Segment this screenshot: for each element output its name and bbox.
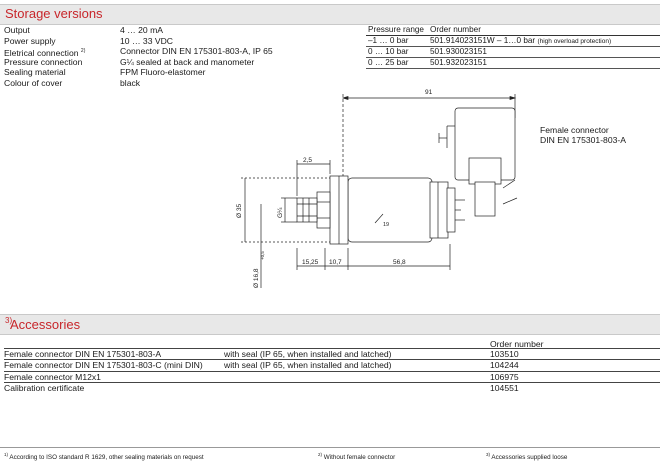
- dim-56-8-text: 56,8: [393, 259, 406, 266]
- hex-nut: [316, 191, 331, 229]
- spec-label: Output: [4, 25, 30, 35]
- table-row: Female connector DIN EN 175301-803-A wit…: [4, 348, 660, 359]
- order-number-wrap: 501.914023151W – 1…0 bar (high overload …: [430, 36, 611, 45]
- footnote-mark: 2): [318, 452, 323, 457]
- table-row: 0 … 25 bar 501.932023151: [366, 58, 660, 69]
- table-row: 0 … 10 bar 501.930023151: [366, 47, 660, 58]
- spec-label-wrap: Eletrical connection 2): [4, 46, 85, 58]
- sensor-body: [347, 177, 433, 243]
- accessory-order: 104244: [490, 360, 519, 371]
- wrench-mark: [374, 213, 384, 224]
- arrow-head: [341, 96, 349, 100]
- accessories-title-wrap: Accessories 3): [5, 316, 80, 332]
- dim-sw-text: 19: [383, 222, 389, 228]
- technical-drawing: 91 19 2,5 Ø 35 G¼ Ø 16,8 +0,5: [236, 89, 518, 288]
- spec-value: Connector DIN EN 175301-803-A, IP 65: [120, 46, 273, 57]
- header-pressure-range: Pressure range: [368, 25, 424, 34]
- spec-label: Eletrical connection: [4, 48, 79, 59]
- footnote-ref: 2): [80, 48, 86, 55]
- footnote-3: 3) Accessories supplied loose: [486, 452, 567, 461]
- footnote-ref: 3): [5, 316, 13, 325]
- accessory-name: Female connector DIN EN 175301-803-C (mi…: [4, 360, 203, 371]
- accessory-order: 106975: [490, 371, 519, 382]
- spec-value: 10 … 33 VDC: [120, 35, 174, 46]
- order-number: 501.914023151W – 1…0 bar: [430, 36, 536, 45]
- dim-15-25-text: 15,25: [302, 259, 319, 266]
- accessory-name: Female connector DIN EN 175301-803-A: [4, 349, 162, 359]
- spec-value: G¼ sealed at back and manometer: [120, 56, 255, 67]
- table-row: Calibration certificate 104551: [4, 381, 660, 393]
- accessories-title: Accessories: [10, 317, 81, 332]
- order-number: 501.930023151: [430, 47, 487, 56]
- dim-d16-text: Ø 16,8: [253, 268, 260, 288]
- footnote-1: 1) According to ISO standard R 1629, oth…: [4, 452, 204, 461]
- order-note: (high overload protection): [537, 38, 612, 45]
- accessories-section-header: Accessories 3): [0, 314, 660, 335]
- footnote-2: 2) Without female connector: [318, 452, 395, 461]
- thread-port: [296, 197, 318, 223]
- pressure-range: 0 … 10 bar: [368, 47, 409, 56]
- dim-g14-text: G¼: [277, 207, 284, 218]
- fc-label-line1: Female connector: [540, 125, 609, 135]
- dim-10-7-text: 10,7: [329, 259, 342, 266]
- table-row: Female connector M12x1 106975: [4, 370, 660, 382]
- pressure-table-header: Pressure range Order number: [366, 25, 660, 36]
- spec-value: 4 … 20 mA: [120, 25, 163, 35]
- female-connector-label: Female connector DIN EN 175301-803-A: [540, 125, 626, 145]
- spec-value: FPM Fluoro-elastomer: [120, 67, 206, 78]
- table-row: –1 … 0 bar 501.914023151W – 1…0 bar (hig…: [366, 36, 660, 47]
- fc-label-line2: DIN EN 175301-803-A: [540, 135, 626, 145]
- spec-label: Sealing material: [4, 67, 66, 78]
- pressure-range: 0 … 25 bar: [368, 58, 409, 67]
- order-number: 501.932023151: [430, 58, 487, 67]
- dim-2-5-text: 2,5: [303, 157, 312, 164]
- storage-section-header: Storage versions: [0, 4, 660, 25]
- accessories-order-header: Order number: [490, 339, 544, 349]
- header-order-number: Order number: [430, 25, 481, 34]
- pressure-range-table: Pressure range Order number –1 … 0 bar 5…: [366, 25, 660, 69]
- connector-cable-exit: [474, 181, 496, 217]
- sensor-cap: [429, 181, 449, 239]
- accessory-desc: with seal (IP 65, when installed and lat…: [224, 360, 392, 371]
- accessory-order: 104551: [490, 382, 519, 393]
- connector-detail: [502, 179, 516, 189]
- storage-title: Storage versions: [5, 6, 103, 21]
- accessory-order: 103510: [490, 349, 519, 359]
- pressure-range: –1 … 0 bar: [368, 36, 409, 45]
- table-row: Female connector DIN EN 175301-803-C (mi…: [4, 359, 660, 370]
- accessory-desc: with seal (IP 65, when installed and lat…: [224, 349, 392, 359]
- footnote-mark: 1): [4, 452, 9, 457]
- dim-tol-text: +0,5: [260, 251, 265, 260]
- connector-detail: [502, 197, 518, 205]
- footnote-text: Accessories supplied loose: [491, 454, 568, 462]
- spec-label: Pressure connection: [4, 56, 83, 67]
- dim-91-text: 91: [425, 89, 433, 96]
- footnote-divider: [0, 447, 660, 448]
- arrow-head: [509, 96, 517, 100]
- spec-label: Colour of cover: [4, 77, 63, 88]
- footnote-mark: 3): [486, 452, 491, 457]
- footnote-text: Without female connector: [323, 454, 396, 462]
- dim-d35-text: Ø 35: [236, 204, 243, 218]
- spec-value: black: [120, 77, 141, 88]
- spec-label: Power supply: [4, 35, 56, 46]
- accessory-name: Calibration certificate: [4, 382, 85, 393]
- connector-gland: [468, 157, 502, 185]
- accessories-table: Female connector DIN EN 175301-803-A wit…: [4, 348, 660, 393]
- footnote-text: According to ISO standard R 1629, other …: [9, 454, 204, 462]
- accessory-name: Female connector M12x1: [4, 371, 101, 382]
- plug-pins: [446, 187, 456, 233]
